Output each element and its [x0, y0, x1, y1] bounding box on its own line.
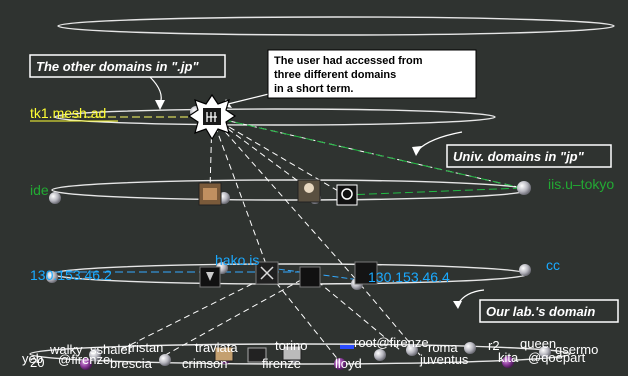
node[interactable] — [406, 344, 418, 356]
arrowhead — [155, 100, 165, 110]
edge-white — [119, 274, 271, 351]
host-label: brescia — [110, 356, 153, 371]
node-purple[interactable] — [502, 356, 514, 368]
node[interactable] — [517, 181, 531, 195]
chat-bubble-icon[interactable] — [336, 184, 358, 206]
node[interactable] — [539, 346, 551, 358]
callout-our-lab: Our lab.'s domain — [479, 299, 619, 323]
user-note-line-3: in a short term. — [274, 83, 353, 95]
host-label: crimson — [182, 356, 228, 371]
node[interactable] — [89, 349, 101, 361]
ring-univ — [51, 179, 529, 201]
edge-white — [159, 274, 311, 359]
host-label: juventus — [419, 352, 469, 367]
host-label: tristan — [128, 340, 163, 355]
callout-user-access: The user had accessed from three differe… — [267, 49, 477, 99]
host-label: torino — [275, 338, 308, 353]
label-ip-46-4: 130.153.46.4 — [368, 269, 450, 285]
host-label: r2 — [488, 338, 500, 353]
thumbnails — [198, 179, 378, 363]
callout-other-domains: The other domains in ".jp" — [29, 54, 226, 78]
host-label: yeb — [22, 351, 43, 366]
edge-white — [211, 116, 271, 276]
host-label: root@firenze — [354, 335, 429, 350]
edge-white — [211, 116, 361, 285]
label-ide: ide — [30, 182, 49, 198]
node[interactable] — [519, 264, 531, 276]
host-label: firenze — [262, 356, 301, 371]
host-label: walky — [49, 342, 83, 357]
bottom-host-labels: yeb walky sshaler tristan traviata torin… — [22, 335, 598, 371]
node-purple[interactable] — [80, 358, 92, 370]
star-burst-user-icon[interactable] — [187, 93, 237, 141]
thumbnail-icon[interactable] — [282, 345, 302, 361]
square-icon[interactable] — [354, 261, 378, 285]
connector-other-domains — [149, 76, 162, 105]
domain-labels: tk1.mesh.ad ide iis.u–tokyo 130.153.46.2… — [30, 105, 614, 285]
label-tk1-mesh-ad: tk1.mesh.ad — [30, 105, 106, 121]
edge-white — [211, 116, 346, 196]
host-label: @qoepart — [528, 350, 586, 365]
host-label: 20 — [30, 355, 44, 370]
host-label: queen — [520, 336, 556, 351]
node[interactable] — [159, 354, 171, 366]
user-note-line-2: three different domains — [274, 69, 396, 81]
host-label: sshaler — [90, 342, 133, 357]
callout-univ-domains: Univ. domains in "jp" — [446, 144, 612, 168]
node-blue-marker — [340, 345, 354, 349]
node[interactable] — [46, 271, 58, 283]
callout-other-domains-text: The other domains in ".jp" — [36, 59, 199, 74]
square-icon[interactable] — [299, 266, 321, 288]
node[interactable] — [49, 192, 61, 204]
arrowhead — [453, 301, 462, 309]
label-iis-u-tokyo: iis.u–tokyo — [548, 176, 614, 192]
edge-green — [211, 116, 523, 189]
ring-bottom — [29, 343, 571, 365]
host-label: qsermo — [555, 342, 598, 357]
ring-lab — [51, 263, 529, 285]
callout-univ-text: Univ. domains in "jp" — [453, 149, 585, 164]
ring-jp-other — [54, 108, 496, 126]
label-ip-46-2: 130.153.46.2 — [30, 267, 112, 283]
host-label: kita — [498, 350, 519, 365]
thumbnail-icon[interactable] — [214, 346, 234, 362]
edge-white — [359, 283, 421, 356]
host-label: @firenze — [58, 352, 110, 367]
ring-top — [57, 16, 615, 36]
arrowhead — [412, 146, 422, 156]
host-label: lloyd — [335, 356, 362, 371]
host-label: roma — [428, 340, 458, 355]
node[interactable] — [464, 342, 476, 354]
user-note-line-1: The user had accessed from — [274, 55, 423, 67]
label-hako-is: hako.is — [215, 252, 259, 268]
node-purple[interactable] — [334, 358, 346, 370]
host-label: traviata — [195, 340, 238, 355]
node[interactable] — [374, 349, 386, 361]
callout-lab-text: Our lab.'s domain — [486, 304, 595, 319]
label-cc: cc — [546, 257, 560, 273]
edge-white — [269, 274, 341, 363]
thumbnail-icon[interactable] — [247, 347, 267, 363]
edge-green — [344, 187, 523, 196]
